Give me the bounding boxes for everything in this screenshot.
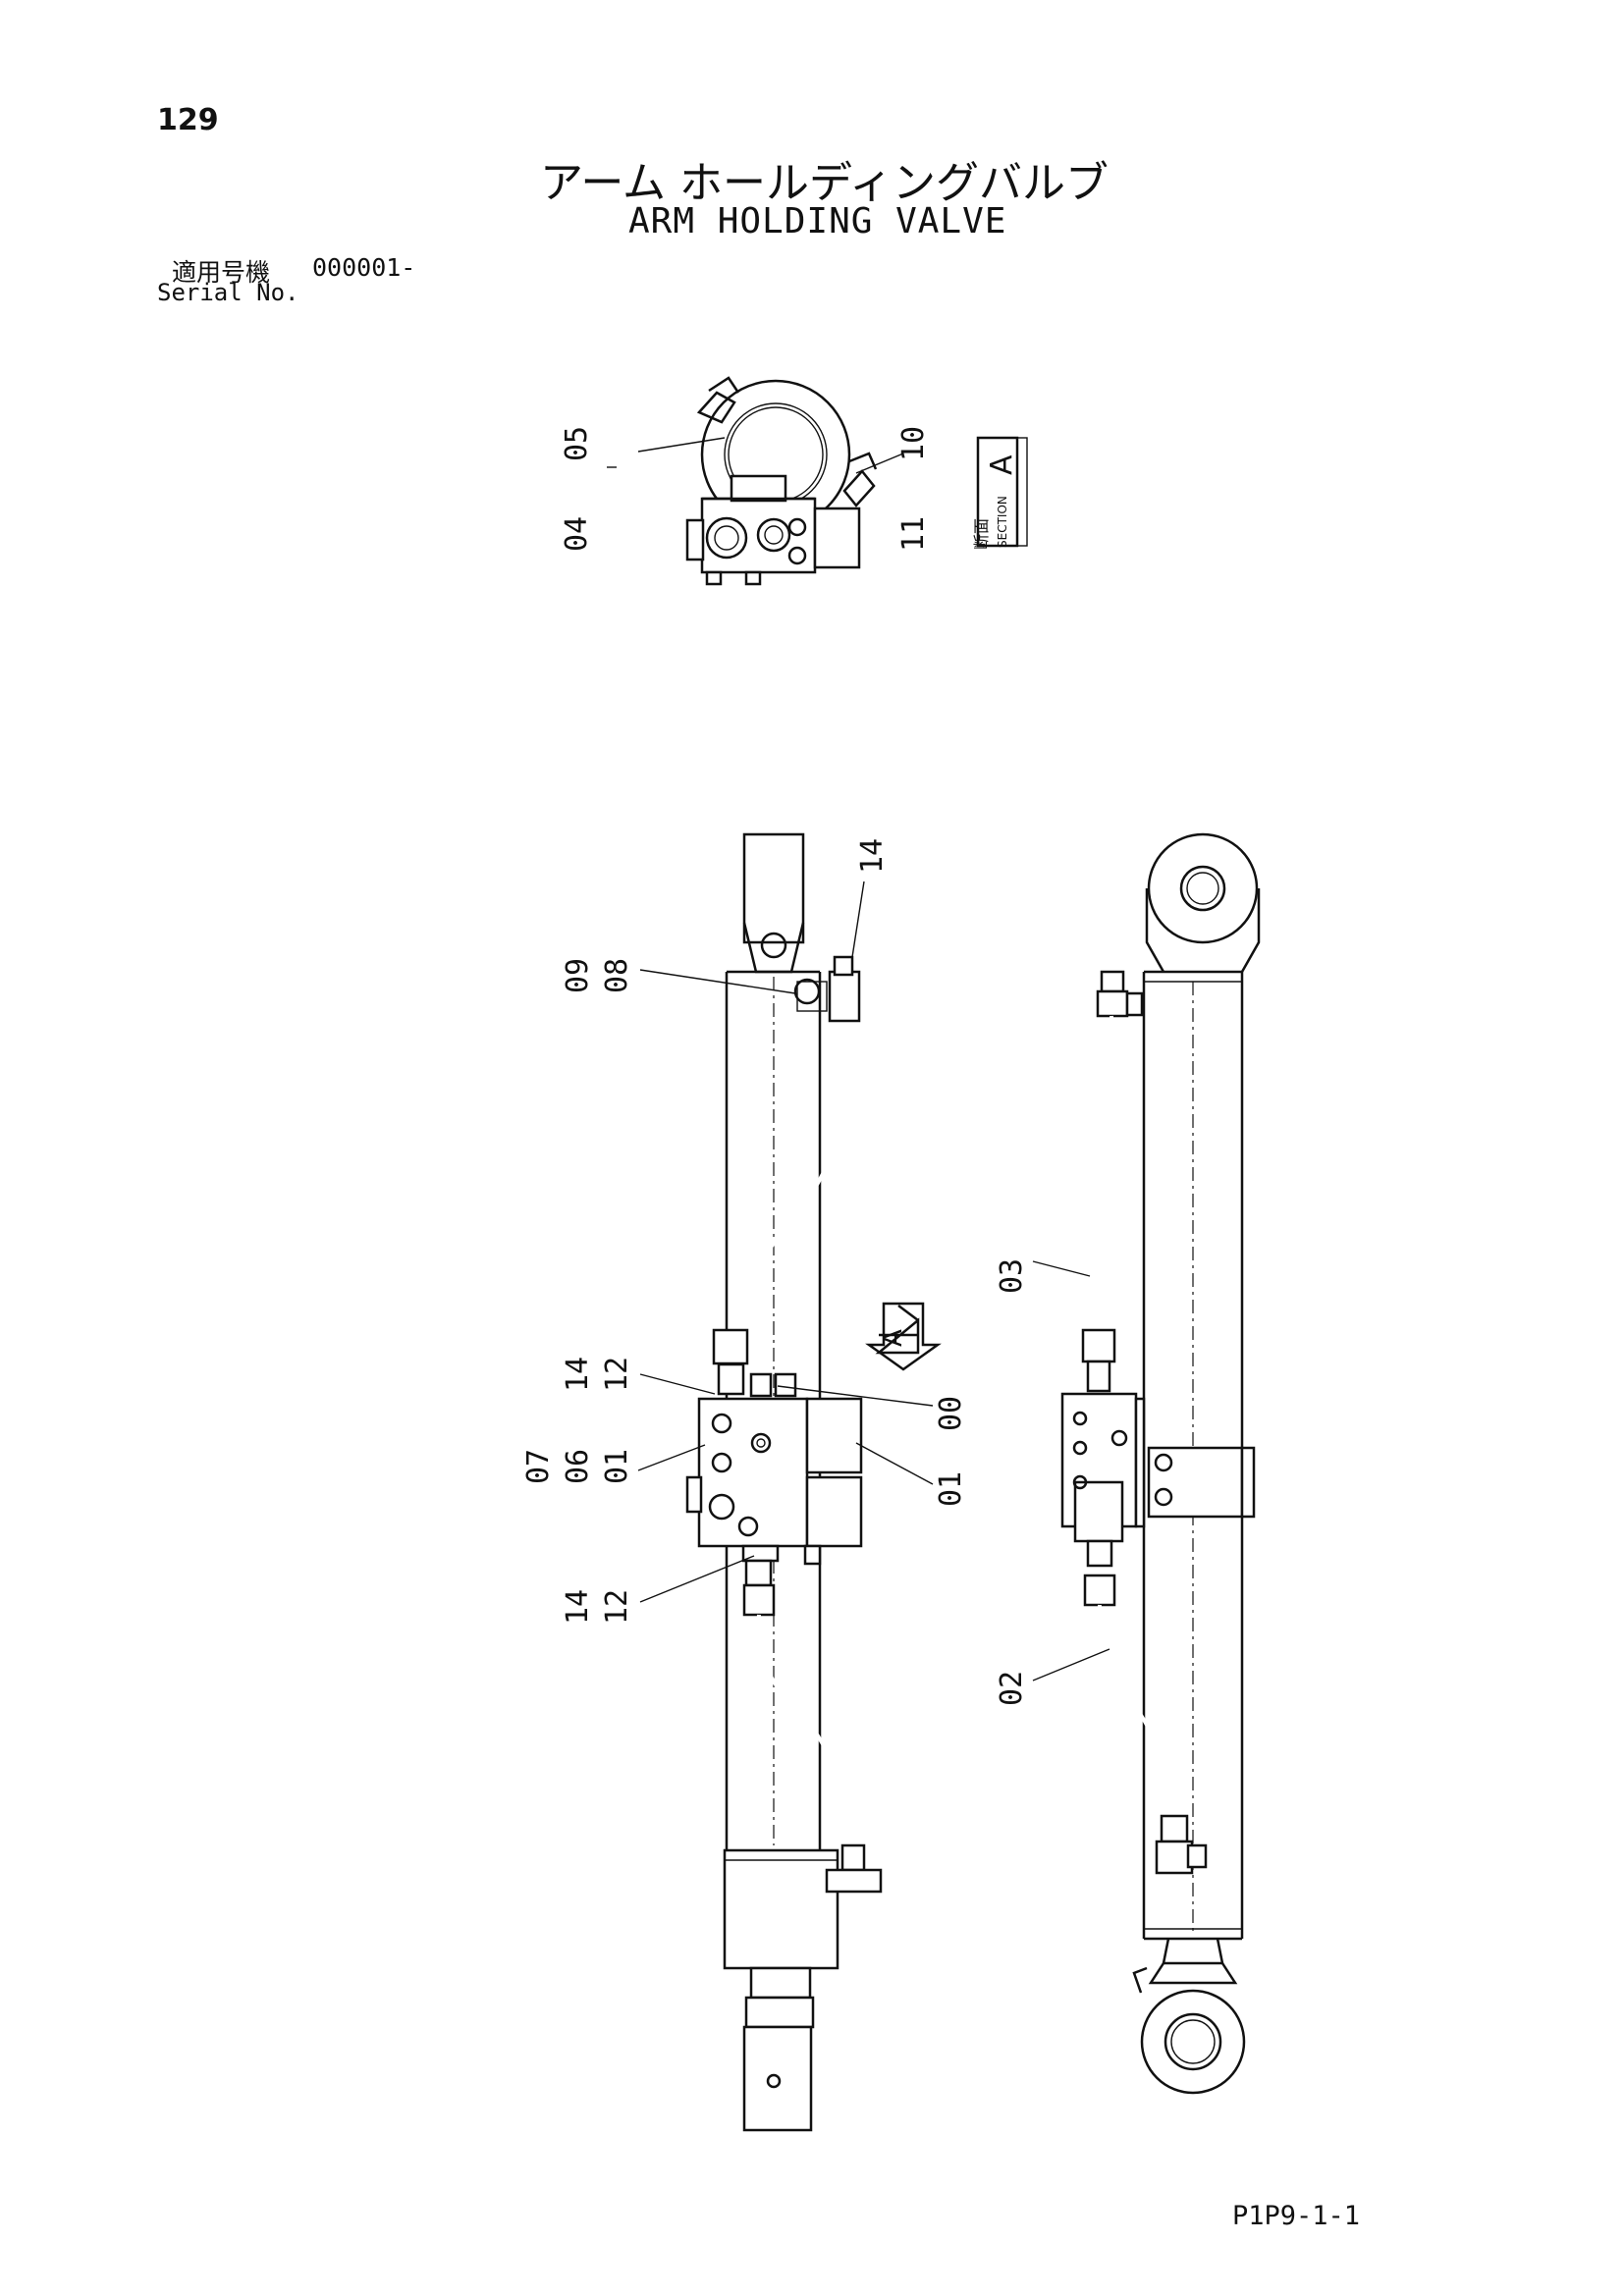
callout-09-08: 09 08 xyxy=(561,958,796,994)
callout-14-12-upper: 14 12 xyxy=(561,1357,716,1395)
svg-text:12: 12 xyxy=(600,1589,634,1625)
page-number: 129 xyxy=(157,103,219,137)
section-a-detail-view xyxy=(685,376,878,586)
svg-text:04: 04 xyxy=(560,516,594,552)
callout-10-11: 10 11 xyxy=(855,426,931,552)
callout-03: 03 xyxy=(995,1258,1091,1294)
svg-text:07: 07 xyxy=(521,1449,556,1484)
svg-text:SECTION: SECTION xyxy=(996,496,1009,548)
callout-14-12-lower: 14 12 xyxy=(561,1555,755,1625)
svg-text:01: 01 xyxy=(934,1471,968,1507)
serial-range: 000001- xyxy=(312,253,416,282)
view-direction-arrow-a: A xyxy=(865,1302,942,1371)
svg-text:10: 10 xyxy=(896,426,931,461)
svg-text:12: 12 xyxy=(600,1357,634,1392)
callout-05-04: 05 04 xyxy=(560,426,726,552)
serial-label-japanese: 適用号機 xyxy=(172,258,271,287)
title-english: ARM HOLDING VALVE xyxy=(628,201,1007,241)
svg-text:08: 08 xyxy=(600,958,634,993)
callout-00: 00 xyxy=(777,1385,968,1431)
callout-14-top: 14 xyxy=(851,838,890,958)
serial-label-english: Serial No. xyxy=(157,279,299,306)
svg-text:14: 14 xyxy=(561,1357,595,1392)
svg-text:09: 09 xyxy=(561,958,595,993)
svg-text:01: 01 xyxy=(600,1449,634,1484)
svg-text:02: 02 xyxy=(995,1671,1029,1706)
svg-text:03: 03 xyxy=(995,1258,1029,1294)
svg-text:A: A xyxy=(985,454,1019,475)
section-a-label-box: 断面 SECTION A xyxy=(972,436,1028,550)
svg-text:断面: 断面 xyxy=(972,518,991,550)
right-cylinder-assembly xyxy=(1060,832,1261,2095)
svg-text:14: 14 xyxy=(855,838,890,874)
svg-text:A: A xyxy=(879,1329,908,1347)
callout-07-06-01: 07 06 01 xyxy=(521,1444,706,1484)
callout-01-right: 01 xyxy=(855,1442,968,1507)
callout-02: 02 xyxy=(995,1648,1110,1706)
svg-text:05: 05 xyxy=(560,426,594,461)
svg-text:11: 11 xyxy=(896,516,931,552)
title-japanese: アーム ホールディングバルブ xyxy=(540,158,1109,208)
left-cylinder-assembly xyxy=(685,832,883,2132)
svg-text:06: 06 xyxy=(561,1449,595,1484)
reference-code: P1P9-1-1 xyxy=(1232,2201,1361,2231)
svg-text:14: 14 xyxy=(561,1589,595,1625)
svg-text:00: 00 xyxy=(934,1396,968,1431)
